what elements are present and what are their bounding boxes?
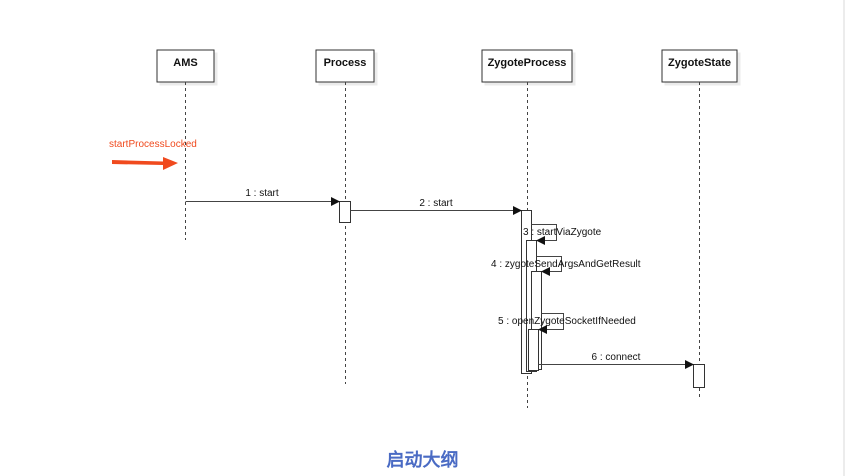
activation-zygote-process-4	[528, 329, 539, 371]
annotation-start-process-locked: startProcessLocked	[109, 139, 197, 170]
message-4-arrowhead-icon	[541, 267, 550, 276]
message-label: 1 : start	[245, 188, 279, 199]
message-label: 4 : zygoteSendArgsAndGetResult	[491, 259, 641, 270]
message-label: 2 : start	[419, 198, 453, 209]
participant-label: AMS	[173, 57, 197, 69]
activation-zygote-state	[693, 364, 705, 388]
participant-label: ZygoteProcess	[488, 57, 567, 69]
participant-process: Process	[315, 49, 375, 83]
annotation-arrow-icon	[112, 157, 178, 170]
activation-process	[339, 201, 351, 223]
message-3-arrowhead-icon	[536, 236, 545, 245]
scrollbar-edge	[843, 0, 845, 476]
message-5-line	[541, 313, 564, 330]
message-label: 6 : connect	[592, 352, 641, 363]
message-label: 3 : startViaZygote	[523, 227, 602, 238]
participant-ams: AMS	[156, 49, 215, 83]
figure-caption: 启动大纲	[386, 450, 459, 471]
message-6-arrowhead-icon	[685, 360, 694, 369]
message-3-line	[531, 224, 557, 241]
participant-zygote-state: ZygoteState	[661, 49, 738, 83]
annotation-label: startProcessLocked	[109, 139, 197, 150]
sequence-diagram: AMS Process ZygoteProcess ZygoteState st…	[109, 49, 738, 408]
participant-label: ZygoteState	[668, 57, 731, 69]
message-label: 5 : openZygoteSocketIfNeeded	[498, 316, 636, 327]
message-4-line	[536, 256, 562, 272]
message-2-arrowhead-icon	[513, 206, 522, 215]
participant-label: Process	[324, 57, 367, 69]
participant-zygote-process: ZygoteProcess	[481, 49, 573, 83]
message-5-arrowhead-icon	[538, 325, 547, 334]
message-1-arrowhead-icon	[331, 197, 340, 206]
